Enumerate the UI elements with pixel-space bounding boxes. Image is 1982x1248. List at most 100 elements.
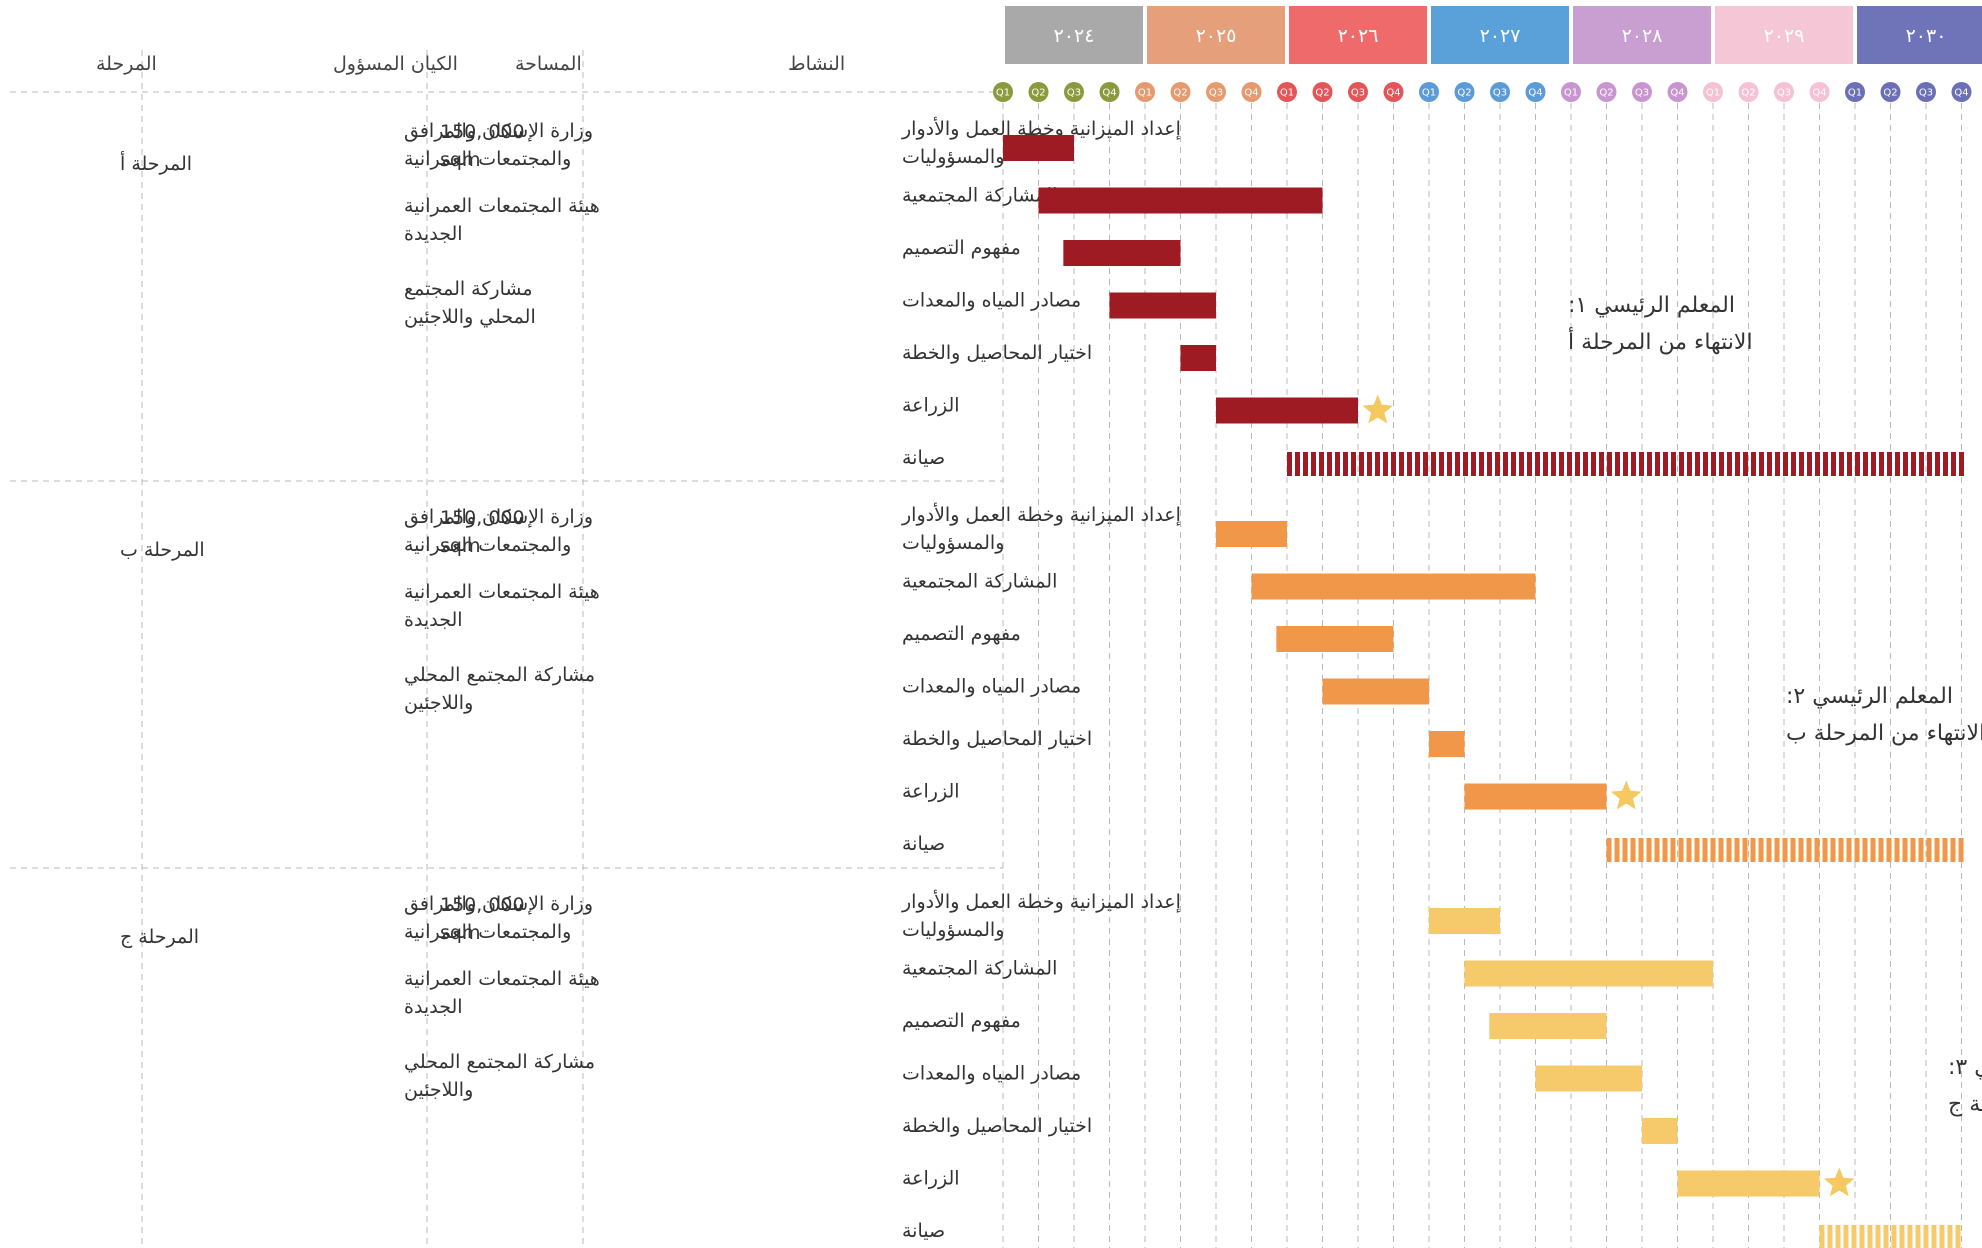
maintenance-bar-stripe [1886,838,1892,862]
responsible-entity-line: هيئة المجتمعات العمرانية [404,195,600,217]
maintenance-bar-stripe [1343,452,1348,476]
responsible-entity-line: مشاركة المجتمع المحلي [404,1051,595,1073]
milestones: المعلم الرئيسي ١:الانتهاء من المرحلة أال… [1362,293,1982,1197]
maintenance-bar-stripe [1670,838,1676,862]
milestone-label: المعلم الرئيسي ٣:الانتهاء من المرحلة ج [1948,1055,1982,1117]
responsible-entity-line: والمجتمعات العمرانية [404,148,571,170]
activity-table: المرحلة الكيان المسؤول المساحة النشاط ال… [96,53,1181,1242]
maintenance-bar-stripe [1662,838,1668,862]
maintenance-bar-stripe [1319,452,1324,476]
maintenance-bar-stripe [1615,452,1620,476]
maintenance-bar-stripe [1327,452,1332,476]
maintenance-bar-stripe [1822,838,1828,862]
responsible-entity-line: وزارة الإسكان والمرافق [404,506,593,528]
maintenance-bar-stripe [1375,452,1380,476]
quarter-marker [1241,82,1262,102]
activity-label: مفهوم التصميم [902,623,1021,645]
quarter-marker [1916,82,1936,102]
year-label: ٢٠٢٩ [1764,25,1805,47]
maintenance-bar-stripe [1947,1225,1953,1248]
activity-label-line: المشاركة المجتمعية [902,571,1057,593]
maintenance-bar-stripe [1870,838,1876,862]
maintenance-bar-stripe [1559,452,1564,476]
area-value: 150, 000 [440,507,525,529]
maintenance-bar-stripe [1958,838,1964,862]
activity-label-line: مصادر المياه والمعدات [902,1063,1081,1085]
maintenance-bar-stripe [1823,452,1828,476]
quarter-marker [1099,82,1120,102]
maintenance-bar-stripe [1471,452,1476,476]
activity-label: مصادر المياه والمعدات [902,1063,1081,1085]
maintenance-bar-stripe [1883,1225,1889,1248]
milestone-label-line: الانتهاء من المرحلة ب [1786,721,1982,746]
activity-bar [1677,1170,1820,1197]
activity-bar [1489,1013,1607,1039]
year-block [1715,6,1853,64]
year-label: ٢٠٢٤ [1054,25,1095,47]
quarter-label: Q4 [1244,88,1258,99]
quarter-label: Q3 [1209,88,1223,99]
quarter-marker [1206,82,1226,102]
activity-label-line: مفهوم التصميم [902,623,1021,645]
quarter-label: Q2 [1883,88,1897,99]
quarter-label: Q4 [1954,88,1968,99]
quarter-marker [1064,82,1084,102]
activity-bar [1429,731,1465,757]
responsible-entity-line: الجديدة [404,996,463,1018]
maintenance-bar-stripe [1687,452,1692,476]
activity-bar [1063,240,1181,266]
maintenance-bar-stripe [1799,452,1804,476]
maintenance-bar-stripe [1351,452,1356,476]
maintenance-bar-stripe [1679,452,1684,476]
maintenance-bar-stripe [1830,838,1836,862]
responsible-entity-line: والمجتمعات العمرانية [404,921,571,943]
milestone-star-icon [1611,780,1642,810]
maintenance-bar-stripe [1383,452,1388,476]
responsible-entity-line: هيئة المجتمعات العمرانية [404,968,600,990]
maintenance-bar-stripe [1447,452,1452,476]
phase-label: المرحلة ج [120,926,199,948]
maintenance-bar-stripe [1335,452,1340,476]
quarter-marker [1419,82,1439,102]
responsible-entity-line: واللاجئين [404,692,473,714]
maintenance-bar-stripe [1694,838,1700,862]
activity-bar [1429,908,1500,934]
maintenance-bar-stripe [1806,838,1812,862]
quarter-marker [1525,82,1546,102]
milestone-star-icon [1362,394,1393,424]
maintenance-bar-stripe [1758,838,1764,862]
responsible-entity: هيئة المجتمعات العمرانية الجديدة [404,968,600,1018]
maintenance-bar-stripe [1663,452,1668,476]
maintenance-bar-stripe [1695,452,1700,476]
activity-bar [1322,678,1429,705]
header-entity: الكيان المسؤول [333,53,458,75]
quarter-label: Q3 [1777,88,1791,99]
maintenance-bar-stripe [1819,1225,1825,1248]
maintenance-bar-stripe [1622,838,1628,862]
maintenance-bar-stripe [1923,1225,1929,1248]
maintenance-bar-stripe [1942,838,1948,862]
maintenance-bar-stripe [1838,838,1844,862]
maintenance-bar-stripe [1742,838,1748,862]
responsible-entity-line: الجديدة [404,609,463,631]
activity-label-line: مصادر المياه والمعدات [902,290,1081,312]
quarter-marker [1454,82,1475,102]
area-value: 150, 000 [440,894,525,916]
maintenance-bar-stripe [1591,452,1596,476]
activity-label: مفهوم التصميم [902,1010,1021,1032]
quarter-marker [1667,82,1688,102]
maintenance-bar-stripe [1735,452,1740,476]
activity-label: اختيار المحاصيل والخطة [902,728,1092,750]
maintenance-bar-stripe [1907,1225,1913,1248]
responsible-entity-line: الجديدة [404,223,463,245]
maintenance-bar-stripe [1630,838,1636,862]
quarter-label: Q1 [996,88,1010,99]
activity-label-line: مصادر المياه والمعدات [902,676,1081,698]
activity-label-line: صيانة [902,447,945,469]
maintenance-bar-stripe [1827,1225,1833,1248]
